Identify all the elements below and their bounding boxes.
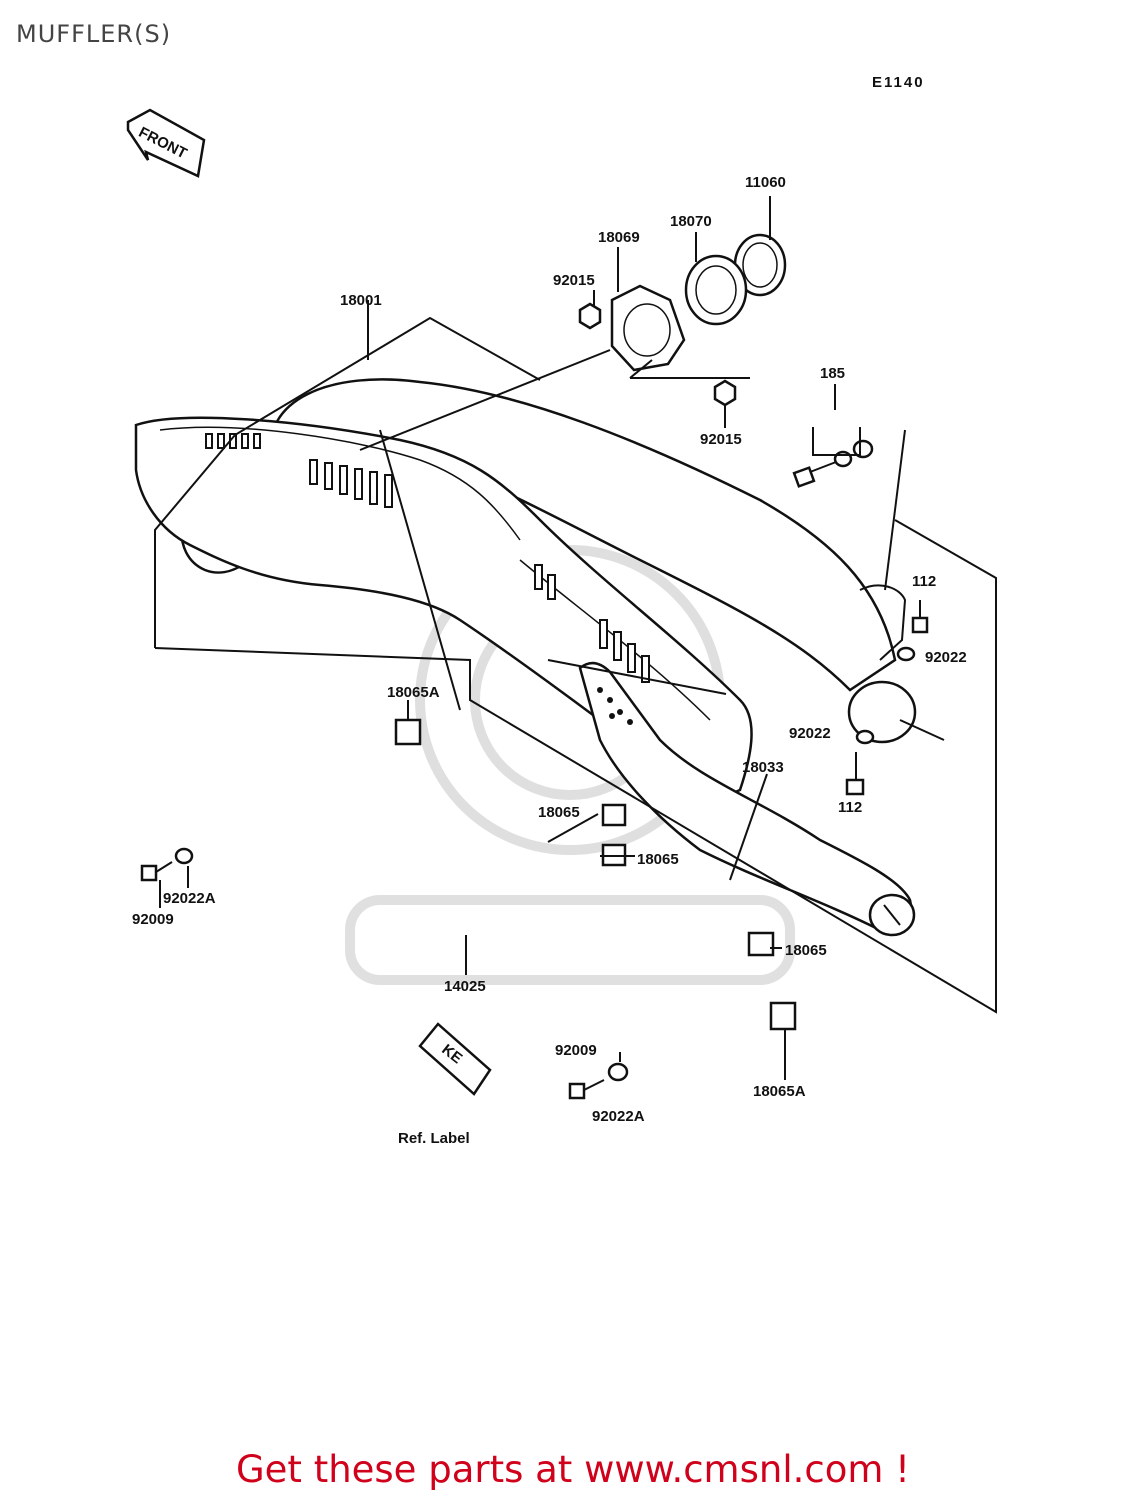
flange-18069 [610,284,686,372]
label-92022-lower: 92022 [789,725,831,742]
label-18065A-upper: 18065A [387,684,440,701]
figure-code: E1140 [872,74,925,91]
label-92022A-right: 92022A [592,1108,645,1125]
label-92015-upper: 92015 [553,272,595,289]
label-11060: 11060 [745,174,786,191]
clip-18065A-upper [394,718,422,746]
nut-92015-upper [578,302,602,330]
label-18065-c: 18065 [785,942,827,959]
label-18033: 18033 [742,759,784,776]
screw-92009-right [568,1062,629,1100]
leader-lines [154,196,997,1080]
label-18065A-lower: 18065A [753,1083,806,1100]
clip-18065-c [747,931,775,957]
ref-label-caption: Ref. Label [398,1130,470,1147]
label-92015-lower: 92015 [700,431,742,448]
bolt-185 [792,439,874,488]
label-185: 185 [820,365,845,382]
bolt-112-upper [896,600,929,662]
bolt-112-lower [845,729,875,796]
label-18001: 18001 [340,292,382,309]
page-title: MUFFLER(S) [16,20,172,48]
screw-92009-left [140,847,194,882]
collar-18070 [684,254,748,326]
label-92009-right: 92009 [555,1042,597,1059]
label-112-upper: 112 [912,573,936,590]
label-92022A-left: 92022A [163,890,216,907]
label-18070: 18070 [670,213,712,230]
ref-label-plate: KE [418,1022,492,1096]
label-112-lower: 112 [838,799,862,816]
front-arrow-icon: FRONT [126,108,206,178]
label-92022-upper: 92022 [925,649,967,666]
label-92009-left: 92009 [132,911,174,928]
clip-18065A-lower [769,1001,797,1031]
baffle-18033 [578,661,916,937]
shield-slots [205,433,650,683]
label-18069: 18069 [598,229,640,246]
clip-18065-a [601,803,627,827]
label-14025: 14025 [444,978,486,995]
promo-banner: Get these parts at www.cmsnl.com ! [235,1448,910,1491]
nut-92015-lower [713,379,737,407]
label-18065-a: 18065 [538,804,580,821]
label-18065-b: 18065 [637,851,679,868]
